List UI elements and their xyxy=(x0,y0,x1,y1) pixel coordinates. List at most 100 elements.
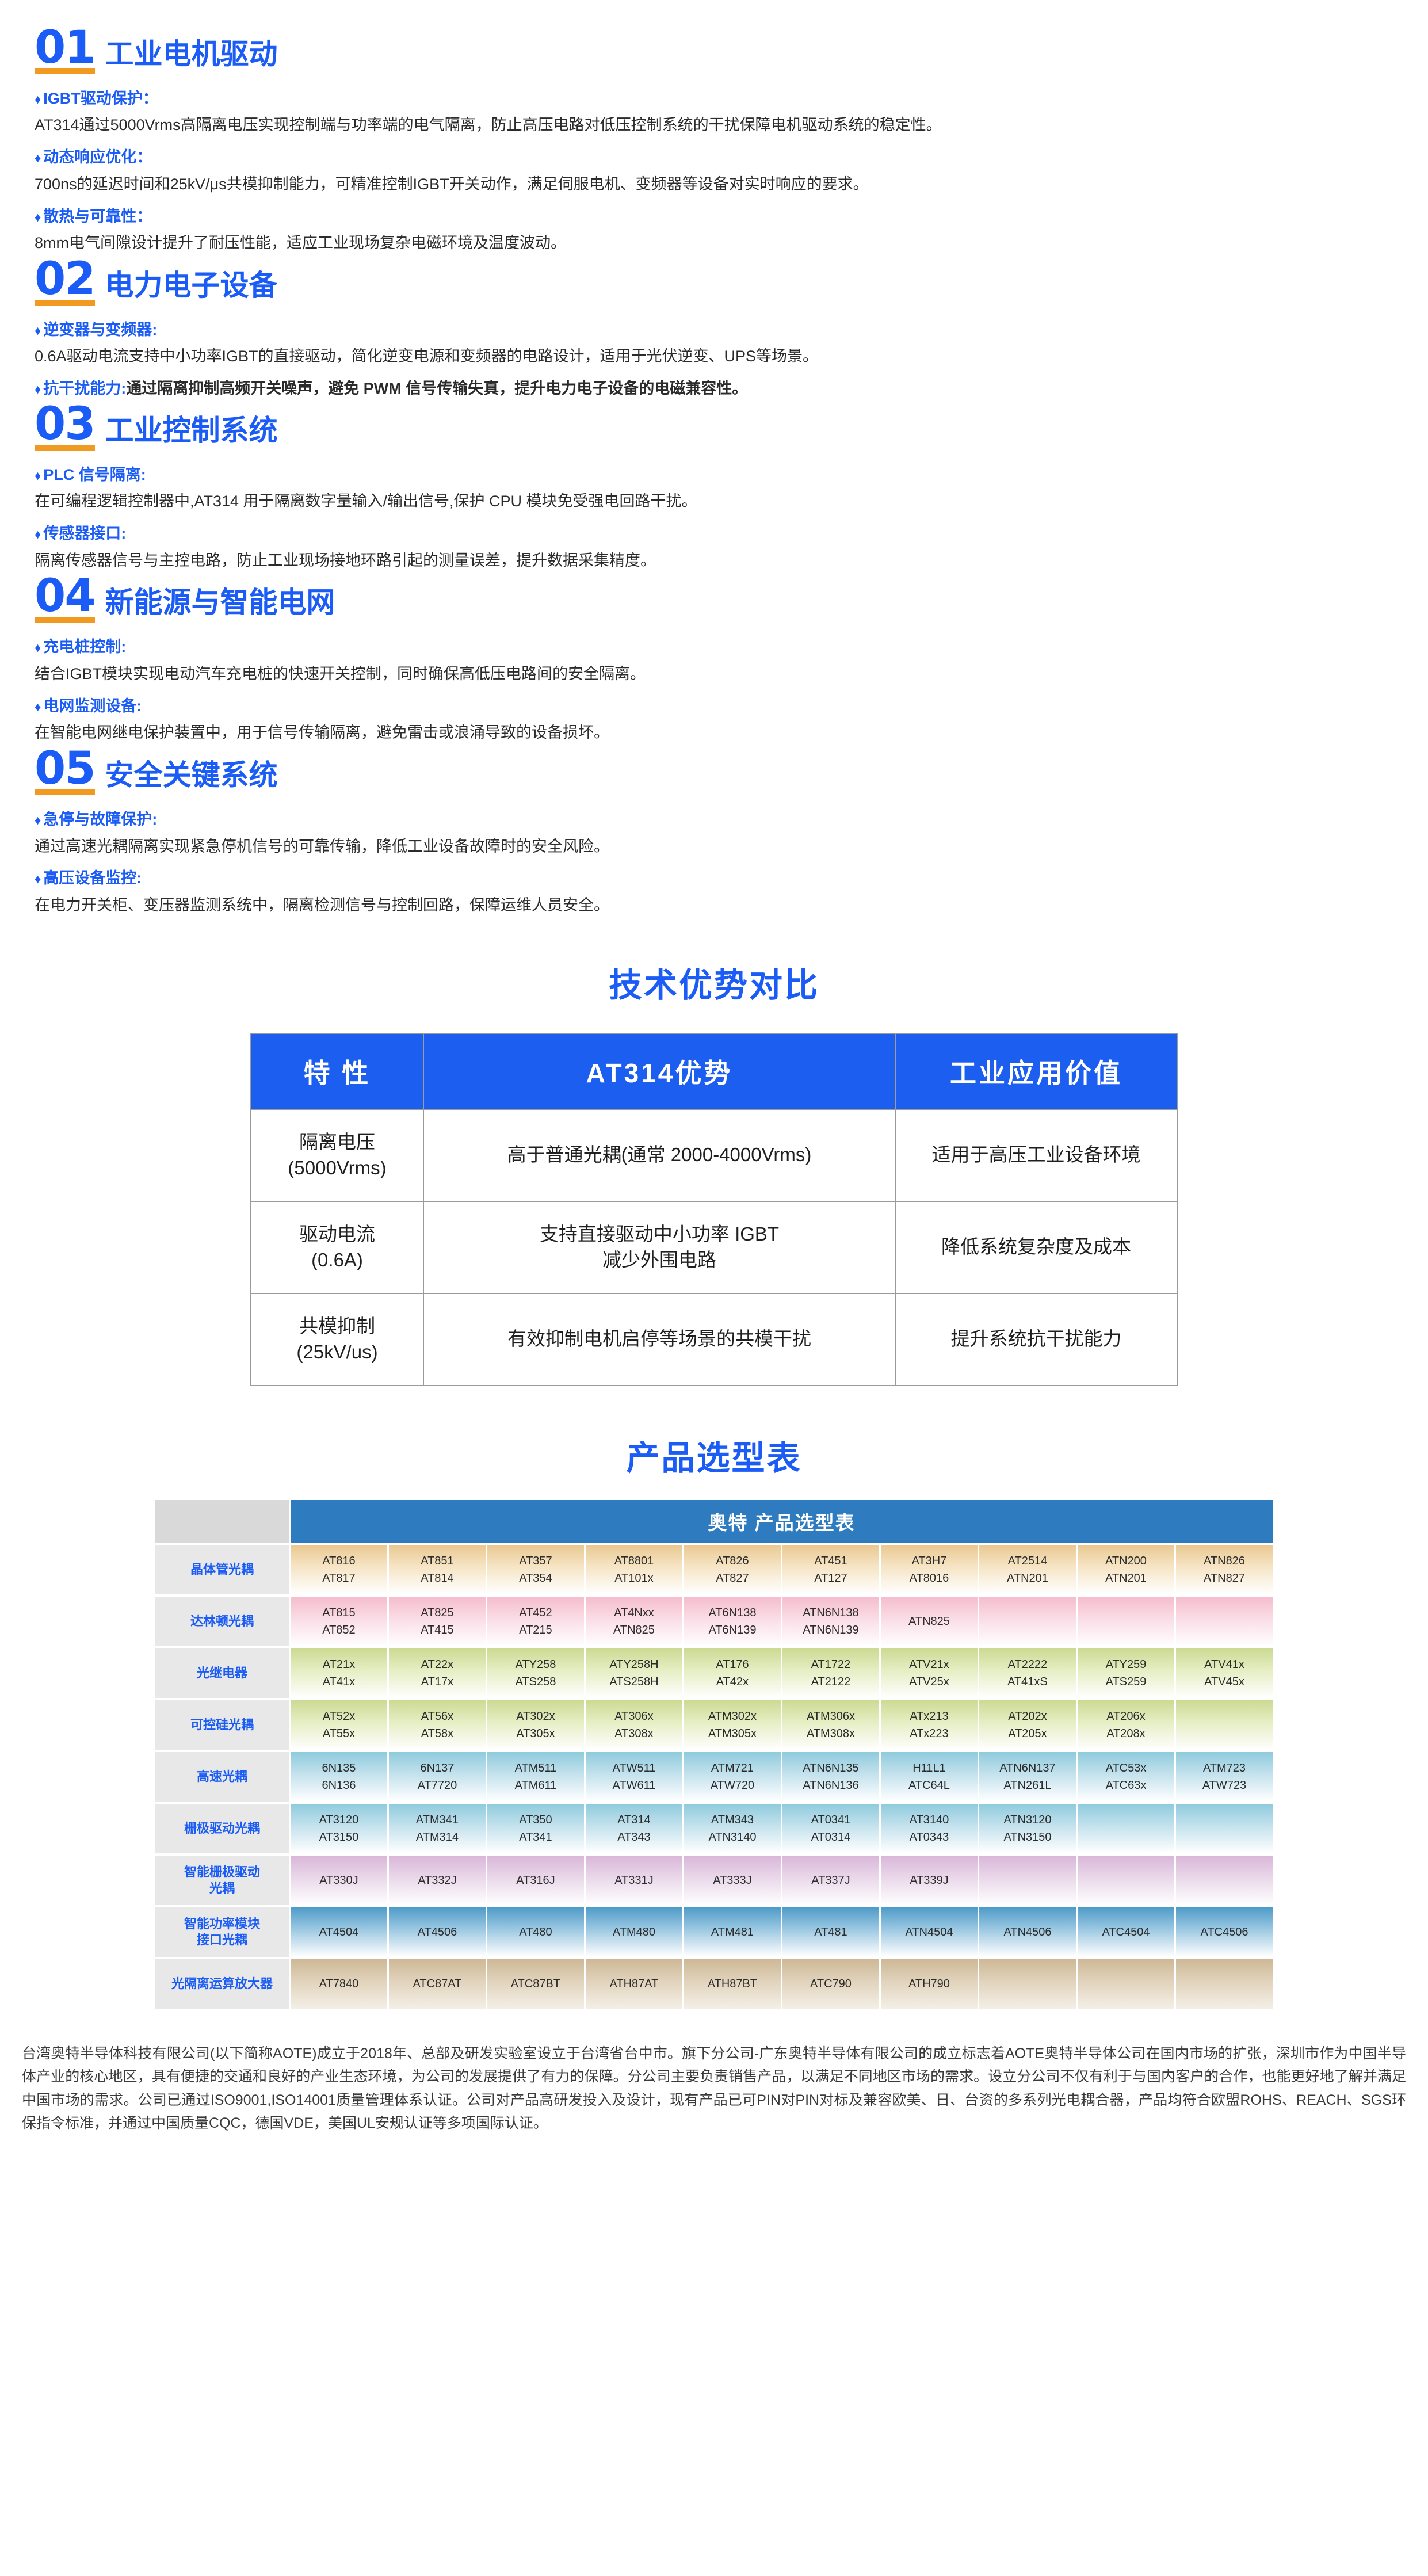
part-number-primary: ATN3120 xyxy=(1003,1813,1052,1826)
comparison-value-cell: 适用于高压工业设备环境 xyxy=(895,1108,1178,1202)
selection-cell: AT331J xyxy=(585,1855,682,1905)
part-number-secondary: AT827 xyxy=(716,1571,749,1585)
part-number-secondary: ATV25x xyxy=(909,1675,949,1688)
comparison-value-cell: 提升系统抗干扰能力 xyxy=(895,1292,1178,1386)
row-label-line: 智能功率模块 xyxy=(184,1917,260,1932)
comparison-table: 特 性 AT314优势 工业应用价值 隔离电压(5000Vrms)高于普通光耦(… xyxy=(250,1032,1178,1386)
feature-line-2: (25kV/us) xyxy=(296,1341,378,1363)
row-label-line: 光隔离运算放大器 xyxy=(171,1976,273,1991)
bullet-body-text: 在智能电网继电保护装置中，用于信号传输隔离，避免雷击或浪涌导致的设备损坏。 xyxy=(35,724,609,742)
part-number-primary: 6N135 xyxy=(322,1761,356,1774)
part-number-primary: AT332J xyxy=(418,1873,457,1887)
comparison-header-value: 工业应用价值 xyxy=(895,1032,1178,1110)
selection-cell: AT4504 xyxy=(290,1907,387,1957)
part-number-secondary: ATN3140 xyxy=(708,1830,757,1844)
part-number-primary: ATN825 xyxy=(908,1615,950,1628)
part-number-primary: AT0341 xyxy=(811,1813,851,1826)
part-number-primary: ATN200 xyxy=(1105,1554,1147,1567)
part-number-primary: ATM343 xyxy=(711,1813,754,1826)
diamond-bullet-icon: ♦ xyxy=(35,527,41,542)
section-title: 安全关键系统 xyxy=(105,759,278,792)
selection-cell: AT330J xyxy=(290,1855,387,1905)
selection-row-label: 晶体管光耦 xyxy=(155,1544,289,1594)
bullet-body-text: 0.6A驱动电流支持中小功率IGBT的直接驱动，简化逆变电源和变频器的电路设计，… xyxy=(35,348,819,365)
part-number-primary: ATH87AT xyxy=(609,1977,659,1990)
comparison-feature-cell: 驱动电流(0.6A) xyxy=(250,1200,424,1294)
part-number-secondary: AT814 xyxy=(421,1571,454,1585)
selection-cell: AT332J xyxy=(388,1855,486,1905)
selection-cell xyxy=(979,1959,1076,2009)
company-description: 台湾奥特半导体科技有限公司(以下简称AOTE)成立于2018年、总部及研发实验室… xyxy=(22,2045,1406,2132)
part-number-primary: AT333J xyxy=(713,1873,752,1887)
advantage-line-1: 有效抑制电机启停等场景的共模干扰 xyxy=(507,1328,811,1350)
part-number-secondary: AT58x xyxy=(421,1727,454,1740)
part-number-secondary: AT17x xyxy=(421,1675,454,1688)
part-number-secondary: AT6N139 xyxy=(708,1623,757,1636)
part-number-primary: ATC53x xyxy=(1105,1761,1147,1774)
bullet-heading: ♦散热与可靠性： xyxy=(35,205,1428,228)
part-number-secondary: ATM314 xyxy=(415,1830,459,1844)
feature-line-2: (5000Vrms) xyxy=(288,1157,387,1178)
part-number-secondary: AT0314 xyxy=(811,1830,851,1844)
section-number: 03 xyxy=(35,398,96,451)
selection-cell xyxy=(1175,1855,1273,1905)
part-number-secondary: AT205x xyxy=(1008,1727,1047,1740)
bullet-body-text: 通过高速光耦隔离实现紧急停机信号的可靠传输，降低工业设备故障时的安全风险。 xyxy=(35,837,609,855)
selection-row-label: 高速光耦 xyxy=(155,1751,289,1802)
part-number-primary: ATC87BT xyxy=(510,1977,561,1990)
part-number-primary: AT350 xyxy=(519,1813,552,1826)
part-number-primary: ATN6N138 xyxy=(803,1606,859,1619)
part-number-secondary: AT7720 xyxy=(417,1779,457,1792)
part-number-primary: AT316J xyxy=(516,1873,555,1887)
part-number-primary: AT825 xyxy=(421,1606,454,1619)
selection-cell: ATN825 xyxy=(880,1596,978,1646)
part-number-primary: ATM341 xyxy=(415,1813,459,1826)
part-number-primary: AT3H7 xyxy=(911,1554,947,1567)
part-number-primary: AT22x xyxy=(421,1658,454,1671)
comparison-header-row: 特 性 AT314优势 工业应用价值 xyxy=(250,1032,1178,1110)
part-number-primary: AT302x xyxy=(516,1709,555,1723)
feature-line-1: 共模抑制 xyxy=(299,1315,375,1337)
diamond-bullet-icon: ♦ xyxy=(35,209,41,224)
row-label-line: 达林顿光耦 xyxy=(190,1613,254,1628)
section-title: 工业控制系统 xyxy=(105,414,278,446)
selection-cell: AT480 xyxy=(487,1907,584,1957)
diamond-bullet-icon: ♦ xyxy=(35,91,41,106)
part-number-primary: ATV41x xyxy=(1204,1658,1244,1671)
bullet-heading-text: PLC 信号隔离: xyxy=(43,465,146,483)
selection-cell: ATC87BT xyxy=(487,1959,584,2009)
section-number: 02 xyxy=(35,253,96,306)
comparison-row: 共模抑制 (25kV/us) 有效抑制电机启停等场景的共模干扰 提升系统抗干扰能力 xyxy=(250,1292,1178,1386)
bullet-heading: ♦IGBT驱动保护： xyxy=(35,87,1428,110)
part-number-secondary: AT341 xyxy=(519,1830,552,1844)
bullet-heading: ♦传感器接口: xyxy=(35,522,1428,545)
part-number-secondary: ATN825 xyxy=(613,1623,655,1636)
part-number-primary: ATN4506 xyxy=(1003,1925,1052,1938)
selection-cell: ATC87AT xyxy=(388,1959,486,2009)
bullet-body-text: 在电力开关柜、变压器监测系统中，隔离检测信号与控制回路，保障运维人员安全。 xyxy=(35,896,609,914)
diamond-bullet-icon: ♦ xyxy=(35,813,41,828)
part-number-secondary: AT8016 xyxy=(909,1571,949,1585)
